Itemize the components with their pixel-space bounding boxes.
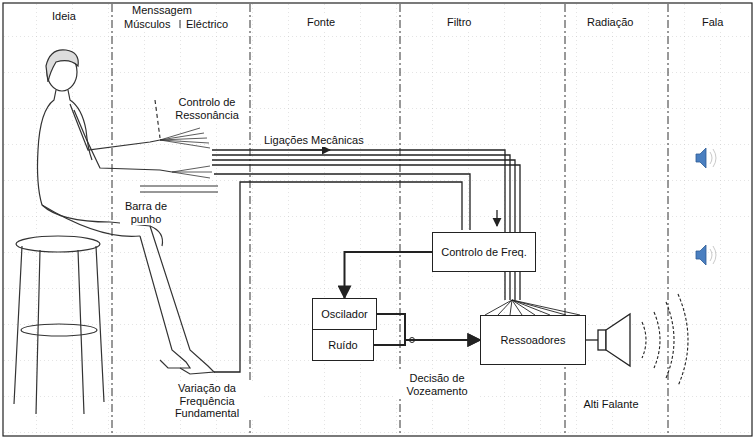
column-header: Músculos <box>122 18 172 31</box>
frame <box>3 3 752 436</box>
speaker-icon <box>696 148 716 265</box>
column-header: Radiação <box>585 16 635 29</box>
mechanical-links <box>212 150 580 372</box>
noise-box: Ruído <box>312 329 374 361</box>
column-header: Menssagem <box>130 4 194 17</box>
part-label: Variação da Frequência Fundamental <box>150 382 264 420</box>
signal-connector <box>345 252 433 298</box>
signal-connector <box>374 340 480 345</box>
part-label: Controlo de Ressonância <box>165 96 249 121</box>
resonator-box: Ressoadores <box>480 315 586 365</box>
part-label: Ligações Mecânicas <box>262 134 366 147</box>
column-header: Ideia <box>50 10 78 23</box>
column-header: Filtro <box>445 16 473 29</box>
box-text: Controlo de Freq. <box>437 244 531 261</box>
column-header: Fonte <box>305 16 337 29</box>
loudspeaker <box>586 314 630 366</box>
signal-connector <box>377 314 480 340</box>
box-text: Oscilador <box>317 306 371 323</box>
box-text: Ressoadores <box>497 332 570 349</box>
sound-waves <box>642 294 688 386</box>
column-header: Fala <box>700 16 725 29</box>
column-dividers <box>112 4 668 435</box>
part-label: Decisão de Vozeamento <box>395 372 479 397</box>
column-header: Eléctrico <box>184 18 230 31</box>
oscillator-box: Oscilador <box>312 298 377 330</box>
control-box: Controlo de Freq. <box>432 232 536 272</box>
part-label: Barra de punho <box>120 200 172 225</box>
box-text: Ruído <box>324 337 361 354</box>
part-label: Alti Falante <box>578 398 644 411</box>
